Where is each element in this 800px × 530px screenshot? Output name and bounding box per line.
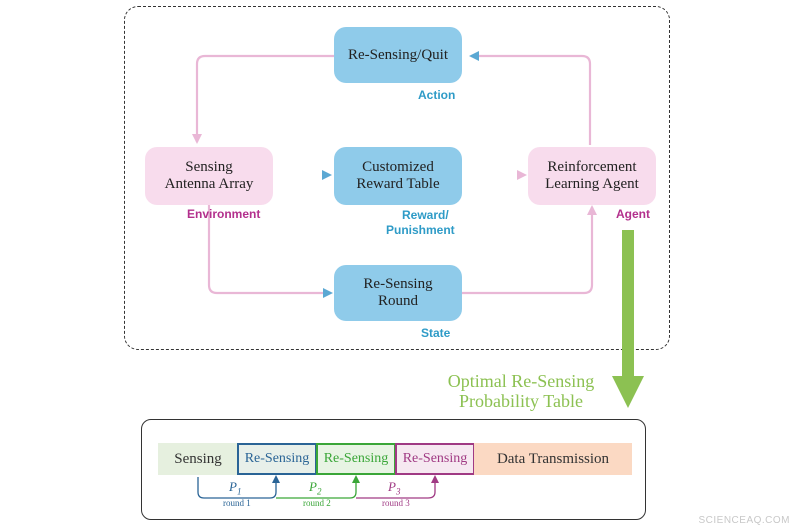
round3-connector — [356, 480, 436, 499]
p3-symbol: P — [388, 479, 396, 494]
optimal-output-arrow-shaft — [622, 230, 634, 380]
p1-subscript: 1 — [236, 486, 242, 497]
round3-label: round 3 — [382, 498, 410, 508]
optimal-label-line2: Probability Table — [459, 391, 583, 411]
resensing-quit-label: Re-Sensing/Quit — [348, 46, 448, 63]
timeline-resensing-1: Re-Sensing — [237, 443, 317, 475]
timeline-resensing-3: Re-Sensing — [395, 443, 475, 475]
state-to-agent-arrow — [462, 205, 597, 295]
optimal-label-line1: Optimal Re-Sensing — [447, 371, 595, 391]
round2-connector — [276, 480, 357, 499]
environment-to-state-arrow — [207, 205, 333, 298]
rl-agent-node: Reinforcement Learning Agent — [528, 147, 656, 205]
rl-loop-frame — [124, 6, 670, 350]
timeline-sensing: Sensing — [158, 443, 238, 475]
agent-tag: Agent — [616, 207, 650, 221]
environment-tag: Environment — [187, 207, 261, 221]
optimal-resensing-label: Optimal Re-Sensing Probability Table — [432, 371, 610, 411]
watermark: SCIENCEAQ.COM — [698, 515, 790, 526]
reward-punishment-tag: Reward/ Punishment — [386, 208, 455, 238]
reward-tag-line2: Punishment — [386, 223, 455, 237]
resensing-round-node: Re-Sensing Round — [334, 265, 462, 321]
p2-symbol: P — [309, 479, 317, 494]
reward-table-node: Customized Reward Table — [334, 147, 462, 205]
sensing-antenna-label-2: Antenna Array — [164, 176, 254, 192]
reward-table-label-2: Reward Table — [356, 176, 440, 192]
action-tag: Action — [418, 88, 456, 102]
timeline-resensing-2: Re-Sensing — [316, 443, 396, 475]
p1-label: P1 — [229, 479, 241, 497]
resensing-round-label-1: Re-Sensing — [363, 276, 433, 292]
rl-agent-label-2: Learning Agent — [545, 176, 639, 192]
round1-connector — [197, 477, 277, 499]
resensing-round-label-2: Round — [377, 293, 418, 309]
round1-label: round 1 — [223, 498, 251, 508]
timeline-frame — [141, 419, 646, 520]
p3-subscript: 3 — [395, 486, 401, 497]
agent-to-action-arrow — [469, 51, 592, 145]
timeline-data-transmission: Data Transmission — [474, 443, 632, 475]
round2-label: round 2 — [303, 498, 331, 508]
reward-tag-line1: Reward/ — [401, 208, 449, 222]
reward-table-label-1: Customized — [362, 159, 434, 175]
resensing-quit-node: Re-Sensing/Quit — [334, 27, 462, 83]
p2-label: P2 — [309, 479, 321, 497]
optimal-output-arrow-head — [612, 376, 644, 408]
rl-agent-label-1: Reinforcement — [547, 159, 637, 175]
sensing-antenna-label-1: Sensing — [185, 159, 233, 175]
sensing-antenna-node: Sensing Antenna Array — [145, 147, 273, 205]
p3-label: P3 — [388, 479, 400, 497]
p2-subscript: 2 — [316, 486, 322, 497]
action-to-environment-arrow — [192, 54, 334, 144]
p1-symbol: P — [229, 479, 237, 494]
state-tag: State — [421, 326, 451, 340]
